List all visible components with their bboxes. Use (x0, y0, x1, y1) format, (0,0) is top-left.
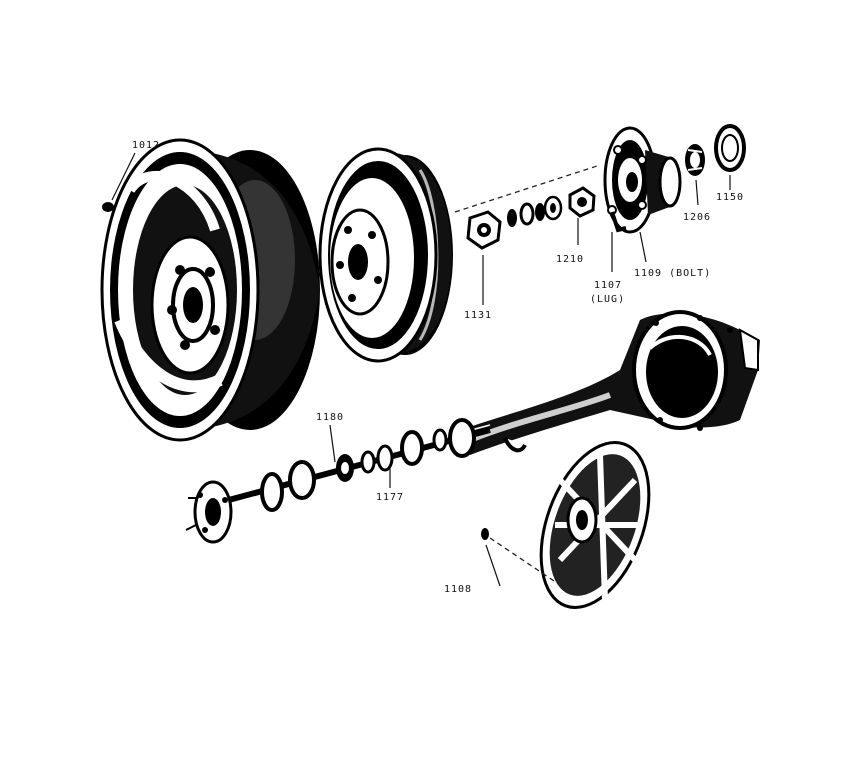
hub-cap (539, 441, 651, 609)
washer-stack (507, 195, 563, 227)
label-nut: 1210 (556, 254, 584, 265)
label-hub-bolt: 1109 (BOLT) (634, 268, 711, 279)
wheel-hub (603, 126, 682, 234)
hub-cap-clip (481, 528, 489, 540)
leader-lines (111, 152, 731, 587)
assembly-axis-line (454, 164, 601, 213)
label-axle-shaft: 1180 (316, 412, 344, 423)
hub-nut-1131 (466, 210, 502, 250)
label-drum: 1131 (464, 310, 492, 321)
label-hub-cap: 1108 (444, 584, 472, 595)
castle-nut-1210 (568, 186, 596, 218)
label-rim: 1012 (132, 140, 160, 151)
label-lug: 1107 (594, 280, 622, 291)
bearing-1206 (685, 144, 705, 176)
label-axle-bearing: 1177 (376, 492, 404, 503)
seal-1150 (714, 124, 746, 172)
axle-housing (460, 310, 760, 455)
brake-drum (318, 147, 453, 363)
axle-shaft (185, 418, 491, 544)
label-lug-note: (LUG) (590, 294, 625, 305)
label-bearing: 1206 (683, 212, 711, 223)
label-seal: 1150 (716, 192, 744, 203)
wheel-rim (100, 138, 320, 442)
